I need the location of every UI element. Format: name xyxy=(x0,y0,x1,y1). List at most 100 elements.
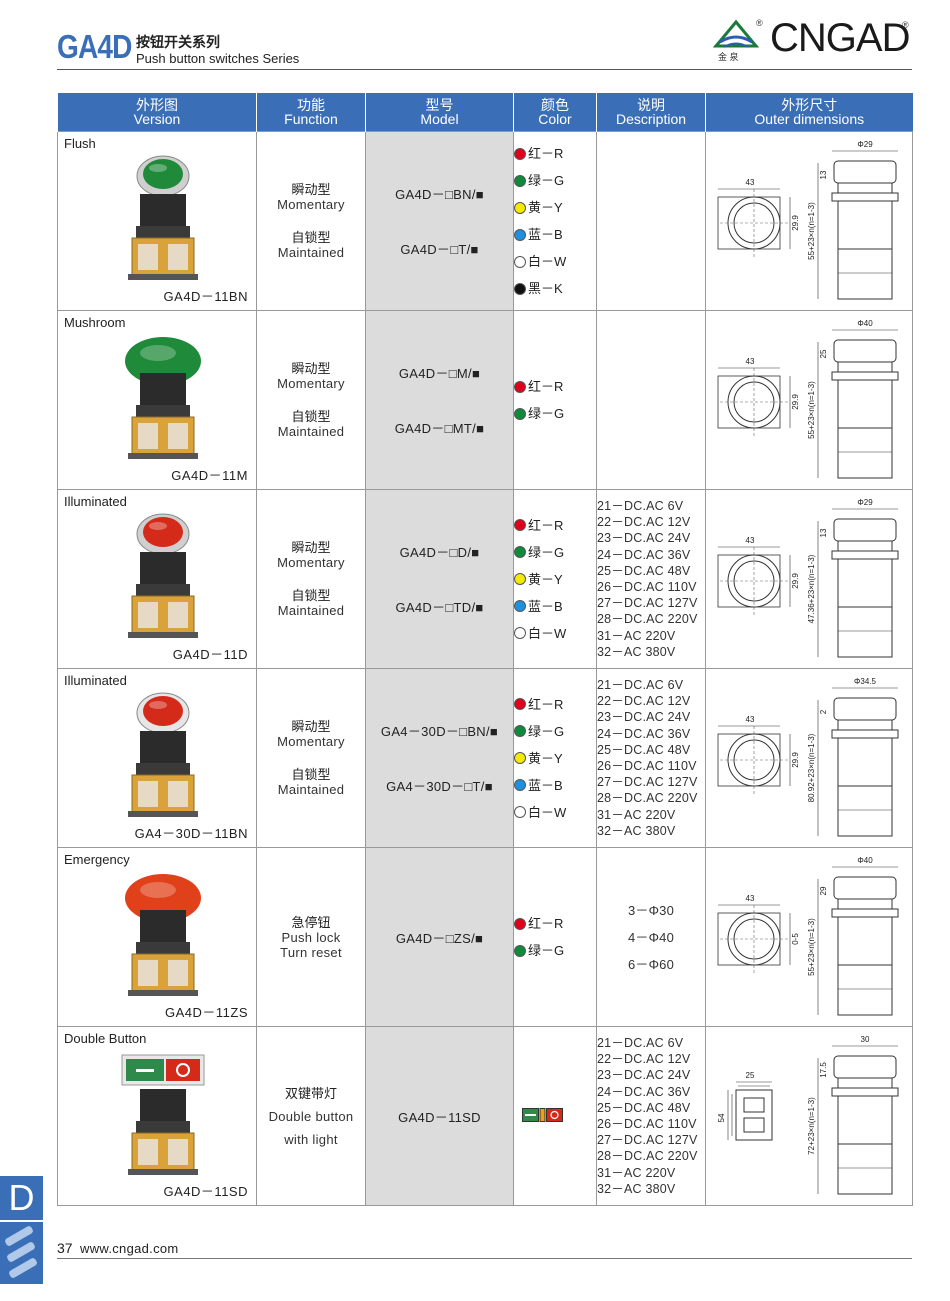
dimension-label: Φ34.5 xyxy=(854,677,877,686)
color-option: 红－R xyxy=(514,512,596,539)
description-line: 6－Φ60 xyxy=(627,956,675,972)
version-label: Flush xyxy=(64,136,96,151)
dimension-label: 25 xyxy=(746,1071,755,1080)
description-line: 27－DC.AC 127V xyxy=(597,775,698,790)
description-line: 32－AC 380V xyxy=(597,1181,676,1196)
description-line: 21－DC.AC 6V xyxy=(597,498,684,513)
series-title-zh: 按钮开关系列 xyxy=(136,34,220,50)
footer-url[interactable]: www.cngad.com xyxy=(80,1241,179,1256)
color-option: 绿－G xyxy=(514,400,596,427)
color-dot-icon xyxy=(514,147,526,160)
description-line: 31－AC 220V xyxy=(597,807,676,822)
dimension-label: Φ40 xyxy=(857,319,873,328)
description-line: 32－AC 380V xyxy=(597,644,676,659)
product-code: GA4D－11SD xyxy=(163,1184,248,1199)
color-option: 红－R xyxy=(514,373,596,400)
color-dot-icon xyxy=(514,201,526,214)
color-option: 绿－G xyxy=(514,937,596,964)
dimension-label: 43 xyxy=(746,894,755,903)
color-dot-icon xyxy=(514,228,526,241)
dimension-label: 55+23×n(n=1-3) xyxy=(807,202,816,260)
footer-divider xyxy=(57,1258,912,1259)
description-cell: 3－Φ30 4－Φ40 6－Φ60 xyxy=(596,847,706,1027)
description-line: 25－DC.AC 48V xyxy=(597,563,691,578)
model-cell: GA4D－□ZS/■ xyxy=(365,847,514,1027)
model-number: GA4D－□T/■ xyxy=(400,242,479,257)
brand-logo: ® CNGAD ® 金 泉 xyxy=(712,16,912,66)
product-code: GA4D－11M xyxy=(171,468,248,483)
product-photo-icon xyxy=(128,513,198,638)
model-cell: GA4D－□M/■GA4D－□MT/■ xyxy=(365,310,514,490)
product-photo-icon xyxy=(128,155,198,280)
description-cell xyxy=(596,310,706,490)
color-dot-icon xyxy=(514,779,526,791)
description-line: 27－DC.AC 127V xyxy=(597,596,698,611)
color-option: 红－R xyxy=(514,691,596,718)
description-line: 3－Φ30 xyxy=(627,902,675,918)
dimension-label: 29 xyxy=(819,886,828,895)
product-code: GA4－30D－11BN xyxy=(134,826,248,841)
color-option: 绿－G xyxy=(514,167,596,194)
color-dot-icon xyxy=(514,255,526,268)
description-line: 21－DC.AC 6V xyxy=(597,677,684,692)
model-number: GA4－30D－□BN/■ xyxy=(380,724,499,739)
model-cell: GA4D－11SD xyxy=(365,1026,514,1206)
model-cell: GA4－30D－□BN/■GA4－30D－□T/■ xyxy=(365,668,514,848)
color-option: 蓝－B xyxy=(514,593,596,620)
dimension-label: Φ29 xyxy=(857,498,873,507)
color-dot-icon xyxy=(514,174,526,187)
color-cell xyxy=(513,1026,597,1206)
dimension-label: 0-5 xyxy=(791,933,800,945)
dimension-label: 43 xyxy=(746,536,755,545)
description-line: 28－DC.AC 220V xyxy=(597,791,698,806)
version-label: Illuminated xyxy=(64,494,127,509)
description-line: 24－DC.AC 36V xyxy=(597,547,691,562)
description-line: 25－DC.AC 48V xyxy=(597,742,691,757)
dimension-label: 43 xyxy=(746,357,755,366)
description-line: 4－Φ40 xyxy=(627,929,675,945)
version-label: Mushroom xyxy=(64,315,126,330)
dimension-label: 13 xyxy=(819,170,828,179)
dimension-label: 29.9 xyxy=(791,394,800,410)
dimension-label: Φ29 xyxy=(857,140,873,149)
dimension-label: 72+23×n(n=1-3) xyxy=(807,1097,816,1155)
description-line: 21－DC.AC 6V xyxy=(597,1035,684,1050)
dimension-label: 55+23×n(n=1-3) xyxy=(807,918,816,976)
brand-name: CNGAD xyxy=(770,16,910,60)
description-cell xyxy=(596,131,706,311)
double-button-color-icon xyxy=(522,1107,563,1122)
model-number: GA4D－□MT/■ xyxy=(394,421,485,436)
dimension-label: 43 xyxy=(746,178,755,187)
side-decoration-icon xyxy=(0,1222,43,1284)
description-line: 31－AC 220V xyxy=(597,1165,676,1180)
dimension-label: Φ40 xyxy=(857,856,873,865)
product-code: GA4D－11BN xyxy=(163,289,248,304)
logo-mountain-icon xyxy=(712,19,760,48)
color-dot-icon xyxy=(514,917,526,930)
color-option: 黑－K xyxy=(514,275,596,302)
page-header: GA4D 按钮开关系列 Push button switches Series … xyxy=(0,0,950,72)
